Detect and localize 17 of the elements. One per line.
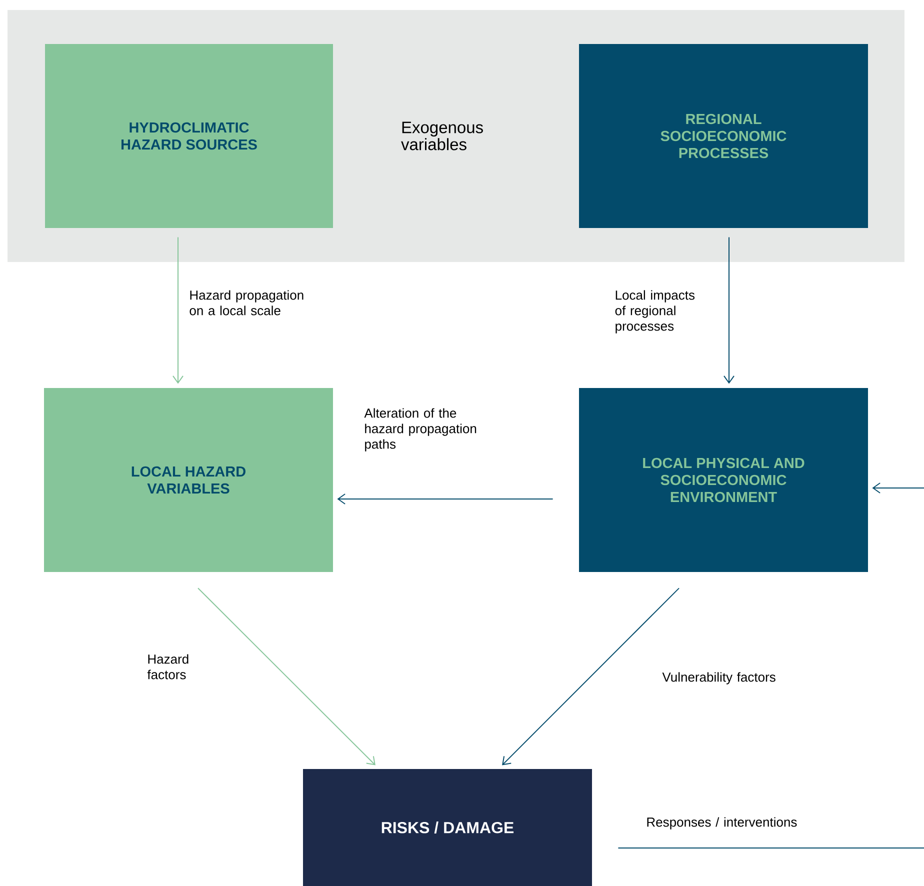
process-box: HYDROCLIMATIC HAZARD SOURCES [45,44,333,228]
process-box: LOCAL PHYSICAL AND SOCIOECONOMIC ENVIRONMENT [579,388,868,572]
arrow [172,236,184,384]
process-box: LOCAL HAZARD VARIABLES [44,388,333,572]
edge-label: Vulnerability factors [662,672,776,684]
edge-label: Local impacts of regional processes [615,290,695,334]
edge-label: Hazard factors [147,654,188,680]
arrow [337,494,554,504]
arrow [502,588,680,766]
process-box: REGIONAL SOCIOECONOMIC PROCESSES [579,44,868,228]
arrow [198,588,376,766]
arrow [724,236,734,384]
arrow [872,482,924,494]
edge-label: Hazard propagation on a local scale [190,290,304,316]
edge-label: Responses / interventions [647,817,797,830]
edge-label: Alteration of the hazard propagation paths [364,408,476,452]
result-box: RISKS / DAMAGE [303,769,592,886]
